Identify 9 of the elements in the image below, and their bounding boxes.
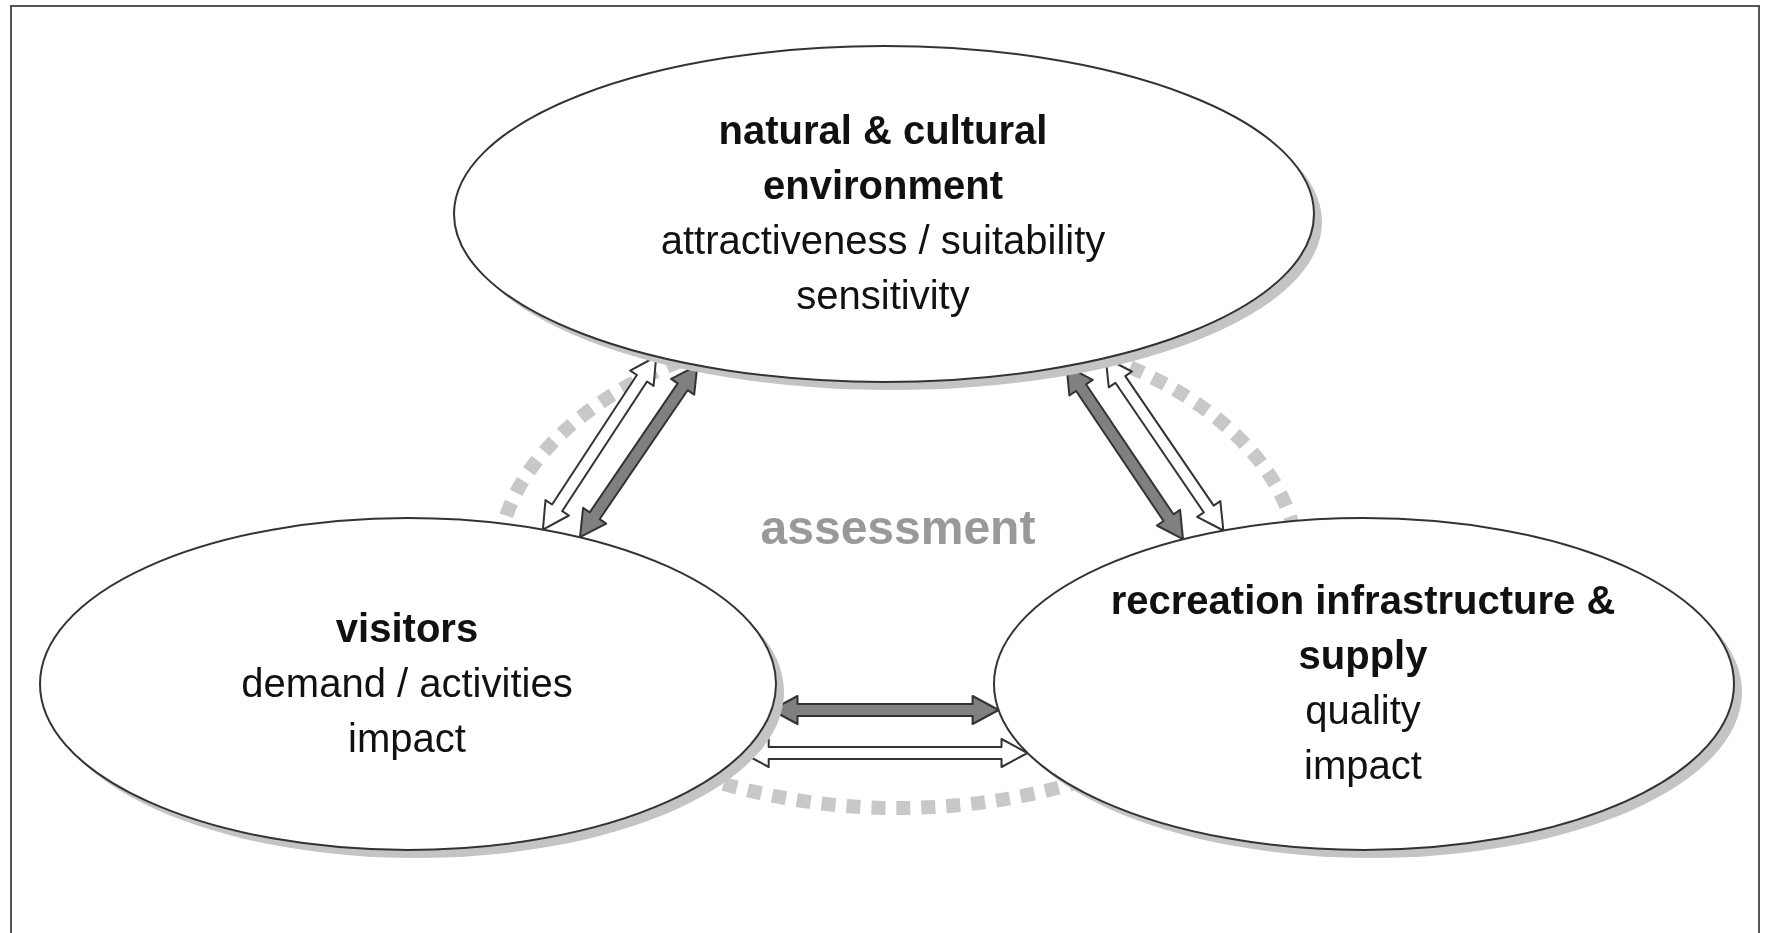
- node-text: quality: [1305, 687, 1421, 734]
- node-text: impact: [1304, 742, 1422, 789]
- node-heading: visitors: [335, 604, 479, 652]
- group-label: assessment: [759, 500, 1037, 555]
- node-text: demand / activities: [241, 659, 573, 707]
- node-heading: natural & cultural environment: [717, 107, 1049, 209]
- node-text: sensitivity: [796, 272, 970, 319]
- node-text: impact: [348, 714, 466, 762]
- node-text: attractiveness / suitability: [660, 217, 1106, 264]
